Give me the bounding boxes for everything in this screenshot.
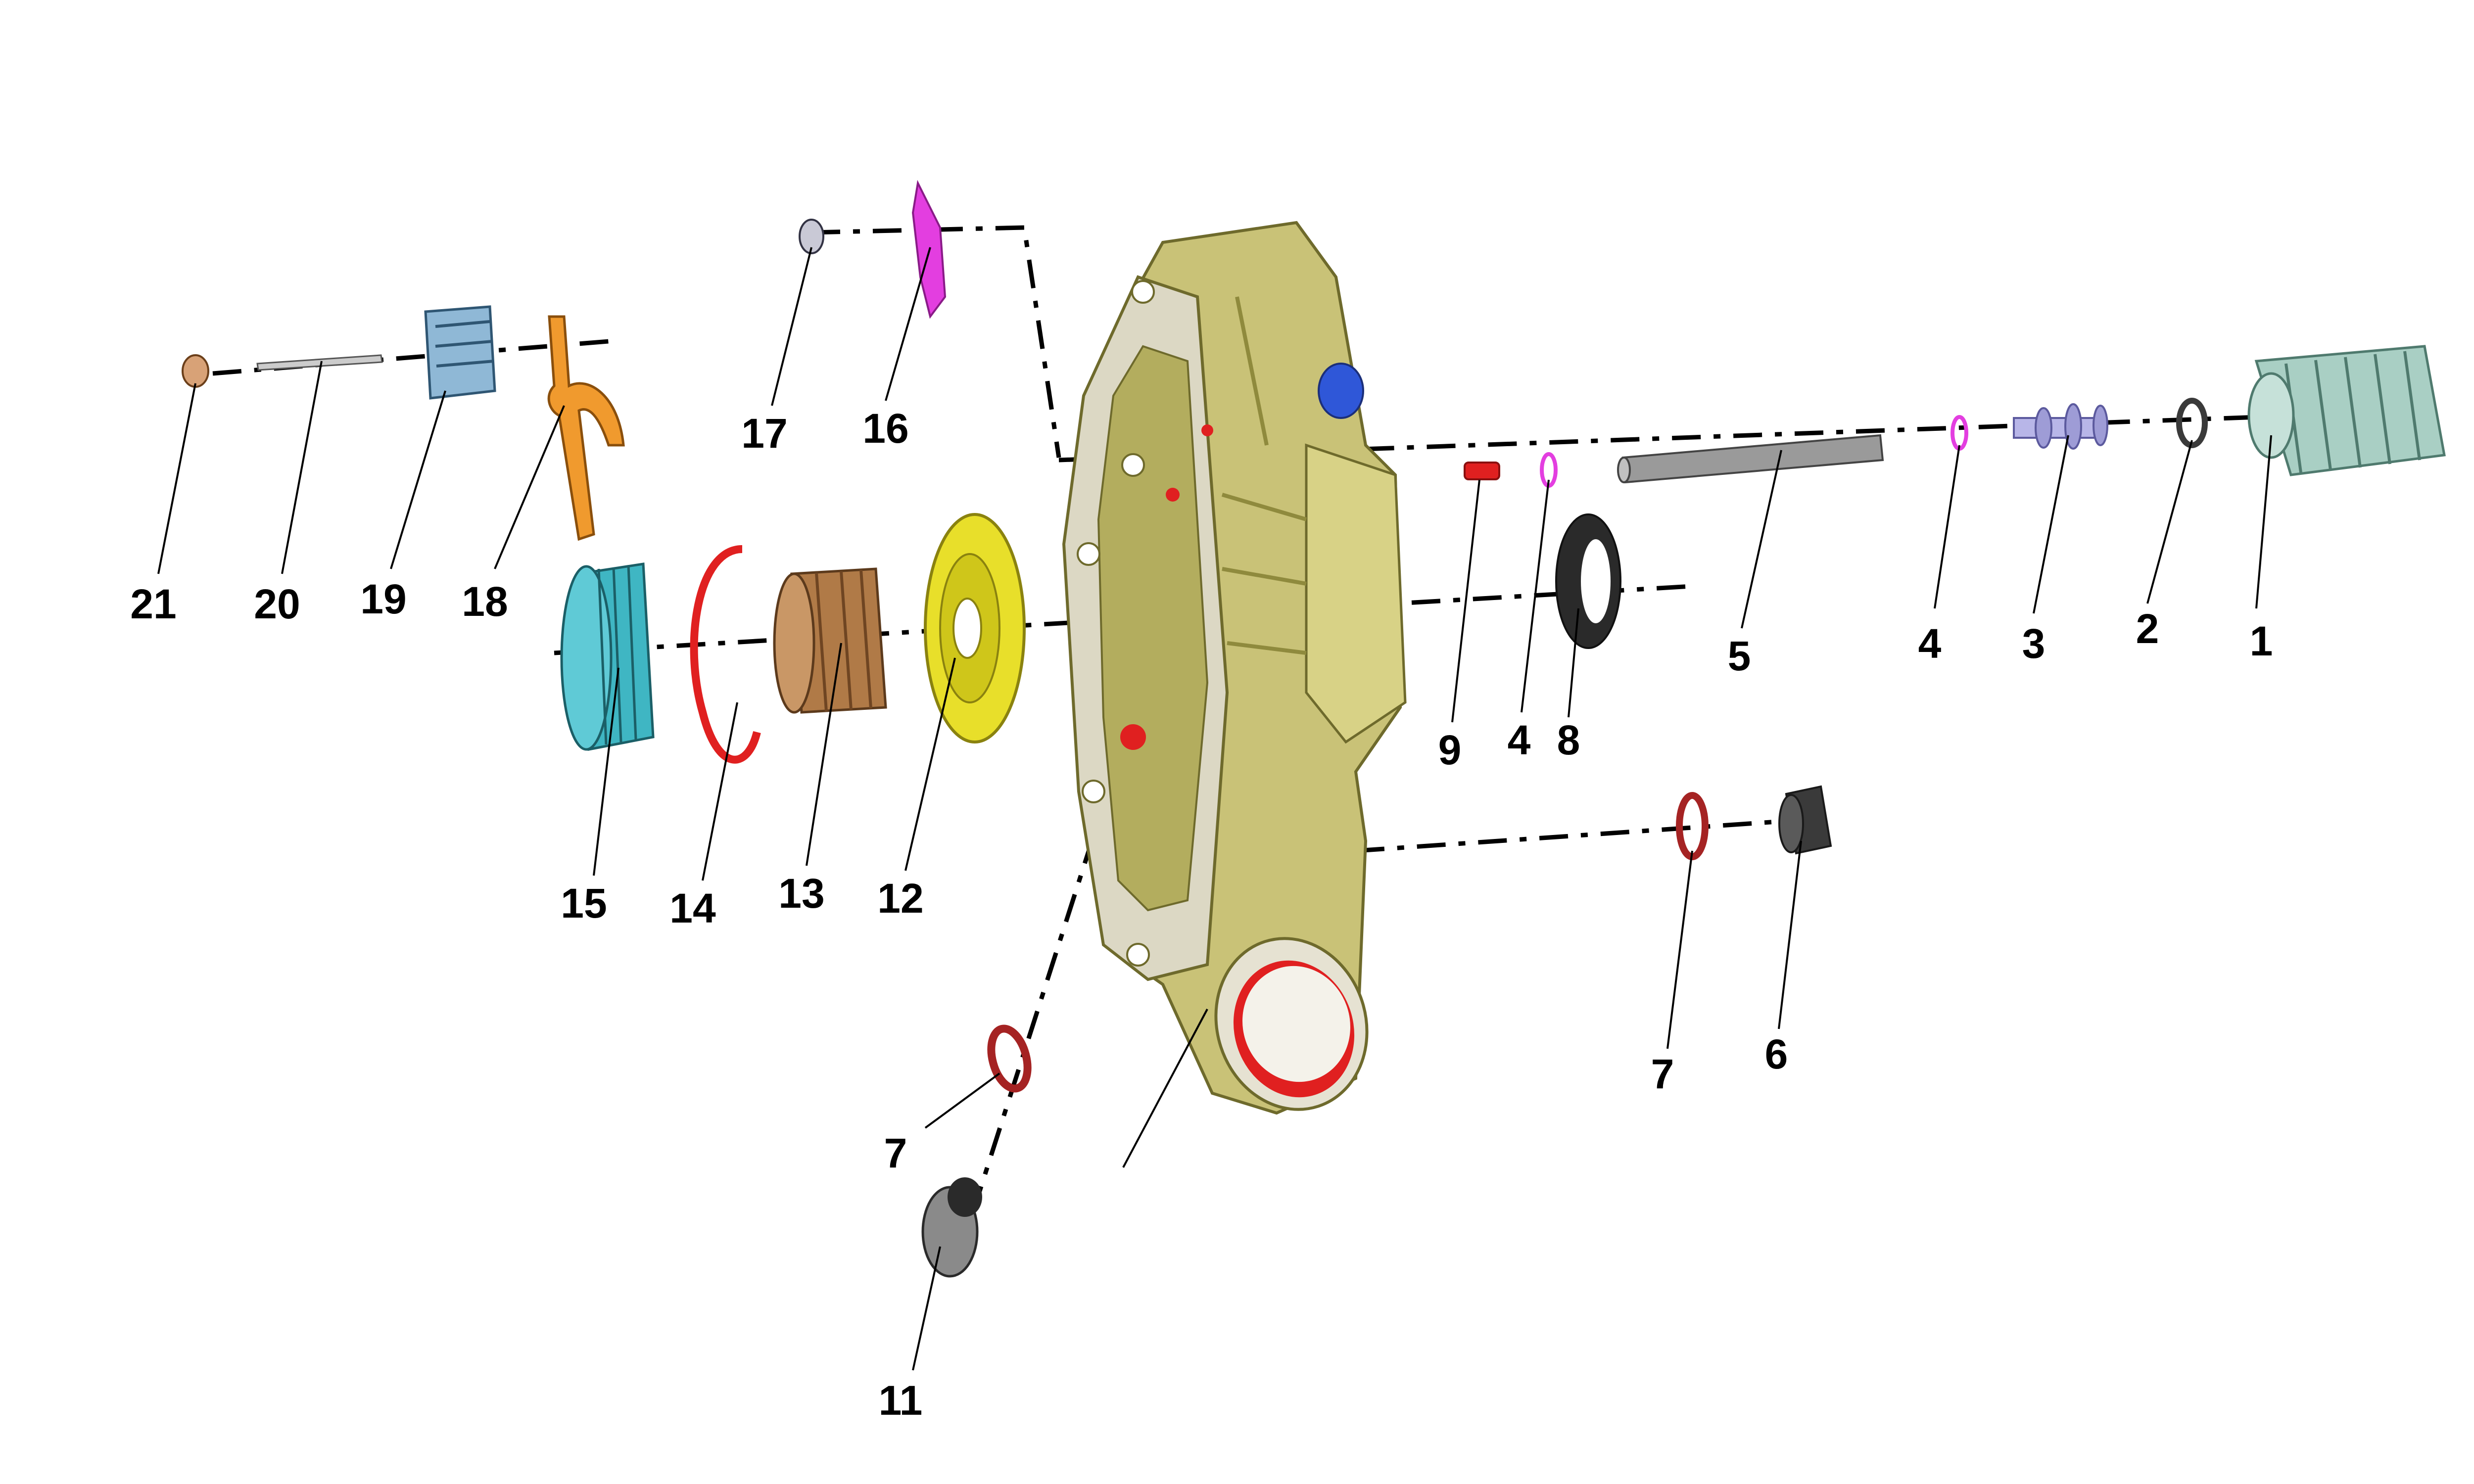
housing-flange-inner (1097, 345, 1209, 912)
housing-shadow-ribs (1221, 296, 1307, 655)
part-8-seal (1555, 513, 1621, 649)
flange-hole (1121, 453, 1145, 477)
leader-2 (2146, 440, 2193, 604)
part-19-block (424, 305, 496, 400)
callout-2: 2 (2136, 605, 2159, 652)
part-15-cage (560, 562, 655, 751)
leader-lines (157, 247, 2272, 1371)
callout-16: 16 (862, 405, 908, 452)
part-6-plug (1778, 785, 1832, 855)
leader-20 (281, 361, 323, 574)
callout-7-right: 7 (1651, 1051, 1674, 1097)
part-18-fork (547, 315, 625, 541)
axis-top-pin (811, 225, 1061, 458)
leader-6 (1778, 840, 1802, 1029)
leader-5 (1741, 450, 1782, 629)
part-5-shaft (1617, 434, 1884, 484)
axis-bottom-left (967, 835, 1096, 1223)
callout-5: 5 (1728, 633, 1751, 679)
callout-15: 15 (561, 880, 607, 927)
leader-11 (912, 1246, 941, 1371)
part-4-ring-right (1951, 415, 1968, 451)
callout-4-right: 4 (1918, 620, 1942, 667)
callout-17: 17 (741, 410, 787, 457)
leader-7-right (1666, 850, 1693, 1049)
callout-20: 20 (254, 581, 300, 627)
housing-boss (1305, 443, 1407, 744)
leader-4-right (1934, 445, 1960, 609)
leader-17 (771, 247, 812, 406)
part-12-bearing (924, 513, 1026, 743)
leader-housing (1122, 1009, 1208, 1168)
part-1-spring (2247, 345, 2446, 476)
leader-15 (593, 667, 619, 876)
part-14-circlip (690, 545, 761, 764)
callout-19: 19 (360, 576, 406, 622)
leader-16 (885, 247, 931, 401)
red-indicator (1120, 724, 1146, 750)
part-11-nut (921, 1177, 982, 1278)
leader-9 (1451, 479, 1480, 723)
callout-13: 13 (778, 870, 824, 917)
part-17-screw (799, 219, 824, 254)
red-indicator (1201, 424, 1213, 436)
part-21-nut (182, 354, 209, 388)
callout-18: 18 (462, 578, 508, 625)
flange-hole (1126, 943, 1150, 967)
flange-hole (1077, 542, 1100, 566)
red-indicator (1166, 488, 1180, 502)
blue-plug (1318, 363, 1364, 419)
callout-labels: 1 2 3 4 5 4 8 9 6 7 7 11 12 13 14 15 16 … (130, 405, 2273, 1424)
housing-outlet-bore (1242, 966, 1350, 1082)
part-2-clip (2176, 398, 2208, 448)
callout-4-left: 4 (1508, 717, 1531, 763)
callout-11: 11 (879, 1377, 923, 1424)
callout-3: 3 (2022, 620, 2046, 667)
leader-13 (806, 643, 842, 866)
leader-3 (2033, 435, 2069, 614)
leader-21 (157, 383, 196, 574)
part-7-oring-bottom (987, 1024, 1032, 1093)
callout-12: 12 (877, 875, 923, 922)
leader-7-bottom (924, 1072, 1000, 1129)
leader-8 (1568, 608, 1579, 718)
flange-hole (1131, 280, 1155, 304)
part-20-rod (256, 354, 383, 371)
leader-19 (390, 390, 446, 569)
flange-hole (1082, 780, 1105, 803)
callout-8: 8 (1557, 717, 1580, 763)
part-9-pin (1464, 462, 1500, 480)
leader-18 (494, 405, 565, 569)
part-3-valve (2013, 403, 2108, 450)
callout-1: 1 (2250, 618, 2273, 664)
leader-4-left (1521, 479, 1550, 713)
gear-housing (1062, 221, 1407, 1115)
leader-12 (904, 657, 956, 871)
callout-7-bottom: 7 (884, 1130, 907, 1176)
callout-9: 9 (1438, 727, 1462, 773)
callout-21: 21 (130, 581, 176, 627)
leader-1 (2255, 435, 2272, 609)
part-13-bushing (773, 567, 887, 714)
callout-6: 6 (1765, 1031, 1788, 1077)
axis-lower-right (1355, 816, 1821, 853)
callout-14: 14 (669, 885, 716, 931)
leader-14 (702, 702, 738, 881)
